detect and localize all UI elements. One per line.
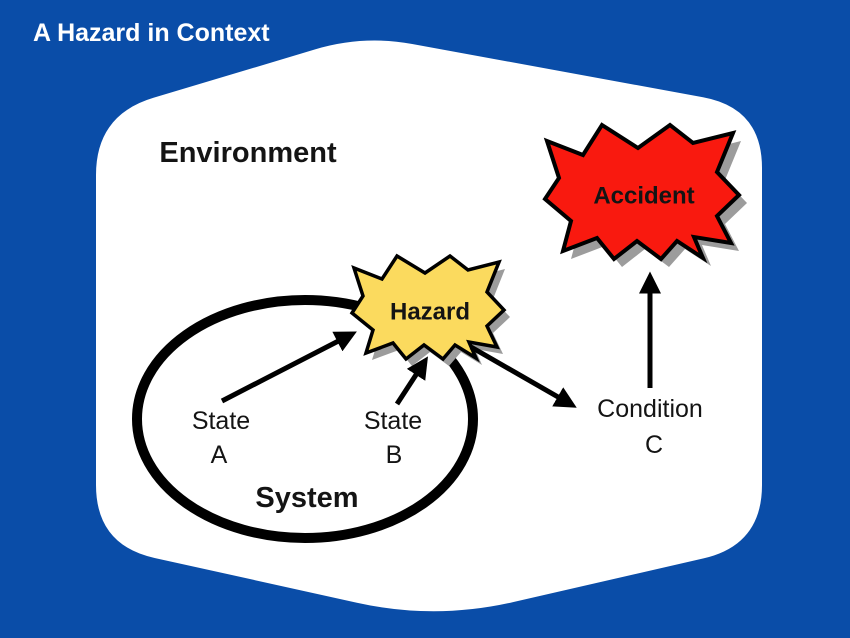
- state-a-label-line2: A: [211, 441, 228, 469]
- state-b-label-line2: B: [386, 441, 403, 469]
- page-title: A Hazard in Context: [33, 19, 270, 47]
- state-b-to-hazard-arrow: [394, 356, 429, 406]
- condition-c-label-line2: C: [645, 431, 663, 459]
- accident-shape: [542, 122, 742, 264]
- system-label: System: [255, 482, 358, 514]
- hazard-label: Hazard: [390, 299, 470, 326]
- environment-label: Environment: [159, 137, 337, 169]
- system-ellipse: [132, 295, 478, 543]
- condition-c-label-line1: Condition: [597, 395, 703, 423]
- accident-label: Accident: [593, 183, 694, 210]
- hazard-to-condition-arrow: [469, 344, 577, 408]
- hazard-shape: [349, 253, 507, 363]
- state-a-to-hazard-arrow: [220, 331, 357, 404]
- state-b-label-line1: State: [364, 407, 422, 435]
- state-a-label-line1: State: [192, 407, 250, 435]
